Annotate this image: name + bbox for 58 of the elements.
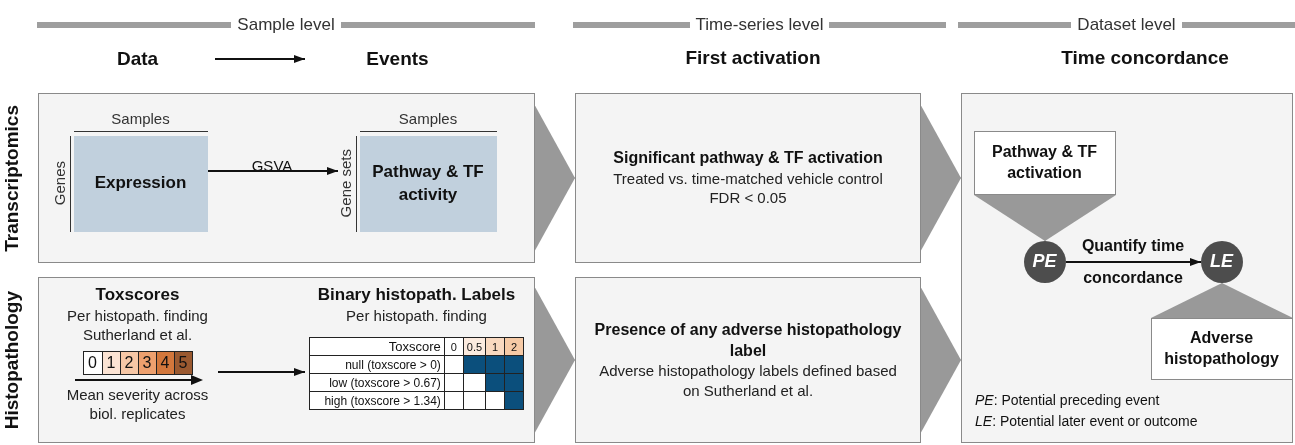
arrow: [1065, 258, 1202, 266]
description: Adverse histopathology labels defined based on Sutherland et al.: [598, 361, 898, 401]
severity-score: 2: [119, 351, 138, 374]
column-heading: Time concordance: [1061, 47, 1229, 69]
column-heading: First activation: [685, 47, 821, 69]
event-abbreviation: LE: [1210, 251, 1233, 272]
arrow: [207, 167, 339, 175]
axis-label: Samples: [397, 109, 459, 127]
row-label: Histopathology: [1, 290, 23, 430]
level-label: Sample level: [236, 15, 336, 35]
description: FDR < 0.05: [709, 188, 787, 208]
column-heading: Events: [366, 48, 429, 70]
event-circle: [1023, 240, 1066, 283]
chevron-arrow: [534, 287, 576, 433]
step-title: Presence of any adverse histopathology label: [594, 319, 902, 361]
section-title: Toxscores: [95, 283, 180, 306]
column-header: 0.5: [463, 337, 486, 356]
row-label: Transcriptomics: [1, 104, 23, 252]
chevron-arrow: [974, 194, 1116, 242]
column-heading: Data: [116, 48, 159, 70]
event-circle: [1200, 240, 1243, 283]
severity-score: 5: [173, 351, 192, 374]
step-box: [575, 93, 921, 263]
event-abbreviation: PE: [1032, 251, 1057, 272]
callout-text: Pathway & TF activation: [991, 141, 1098, 183]
panel: [38, 93, 535, 263]
callout-box: [973, 130, 1116, 195]
panel: [38, 277, 535, 443]
description: Per histopath. finding: [346, 305, 487, 326]
axis-label: Samples: [110, 109, 171, 127]
arrow: [217, 368, 306, 376]
axis-label: Gene sets: [337, 149, 354, 218]
severity-score: 3: [137, 351, 156, 374]
axis-label: Genes: [51, 161, 68, 206]
chevron-arrow: [534, 105, 576, 251]
description: Mean severity across biol. replicates: [65, 384, 210, 424]
step-title: Significant pathway & TF activation: [613, 148, 883, 169]
description: Per histopath. finding Sutherland et al.: [66, 305, 209, 345]
section-title: Binary histopath. Labels: [317, 283, 516, 306]
arrow: [214, 55, 306, 63]
chevron-arrow: [920, 105, 962, 251]
severity-score: 4: [155, 351, 174, 374]
level-label: Time-series level: [694, 15, 825, 35]
severity-score: 0: [83, 351, 102, 374]
callout-text: Adverse histopathology: [1163, 327, 1280, 369]
footnote: PE: Potential preceding event: [975, 391, 1160, 410]
panel: [961, 93, 1293, 443]
step-box: [575, 277, 921, 443]
severity-score: 1: [101, 351, 120, 374]
footnote: LE: Potential later event or outcome: [975, 412, 1198, 431]
column-header: Toxscore: [309, 337, 445, 356]
matrix-title: Expression: [93, 172, 188, 195]
level-label: Dataset level: [1076, 15, 1177, 35]
matrix-title: Pathway & TF activity: [371, 160, 485, 206]
callout-box: [1150, 317, 1293, 380]
chevron-arrow: [1151, 282, 1293, 319]
chevron-arrow: [920, 287, 962, 433]
description: Treated vs. time-matched vehicle control: [613, 168, 883, 189]
